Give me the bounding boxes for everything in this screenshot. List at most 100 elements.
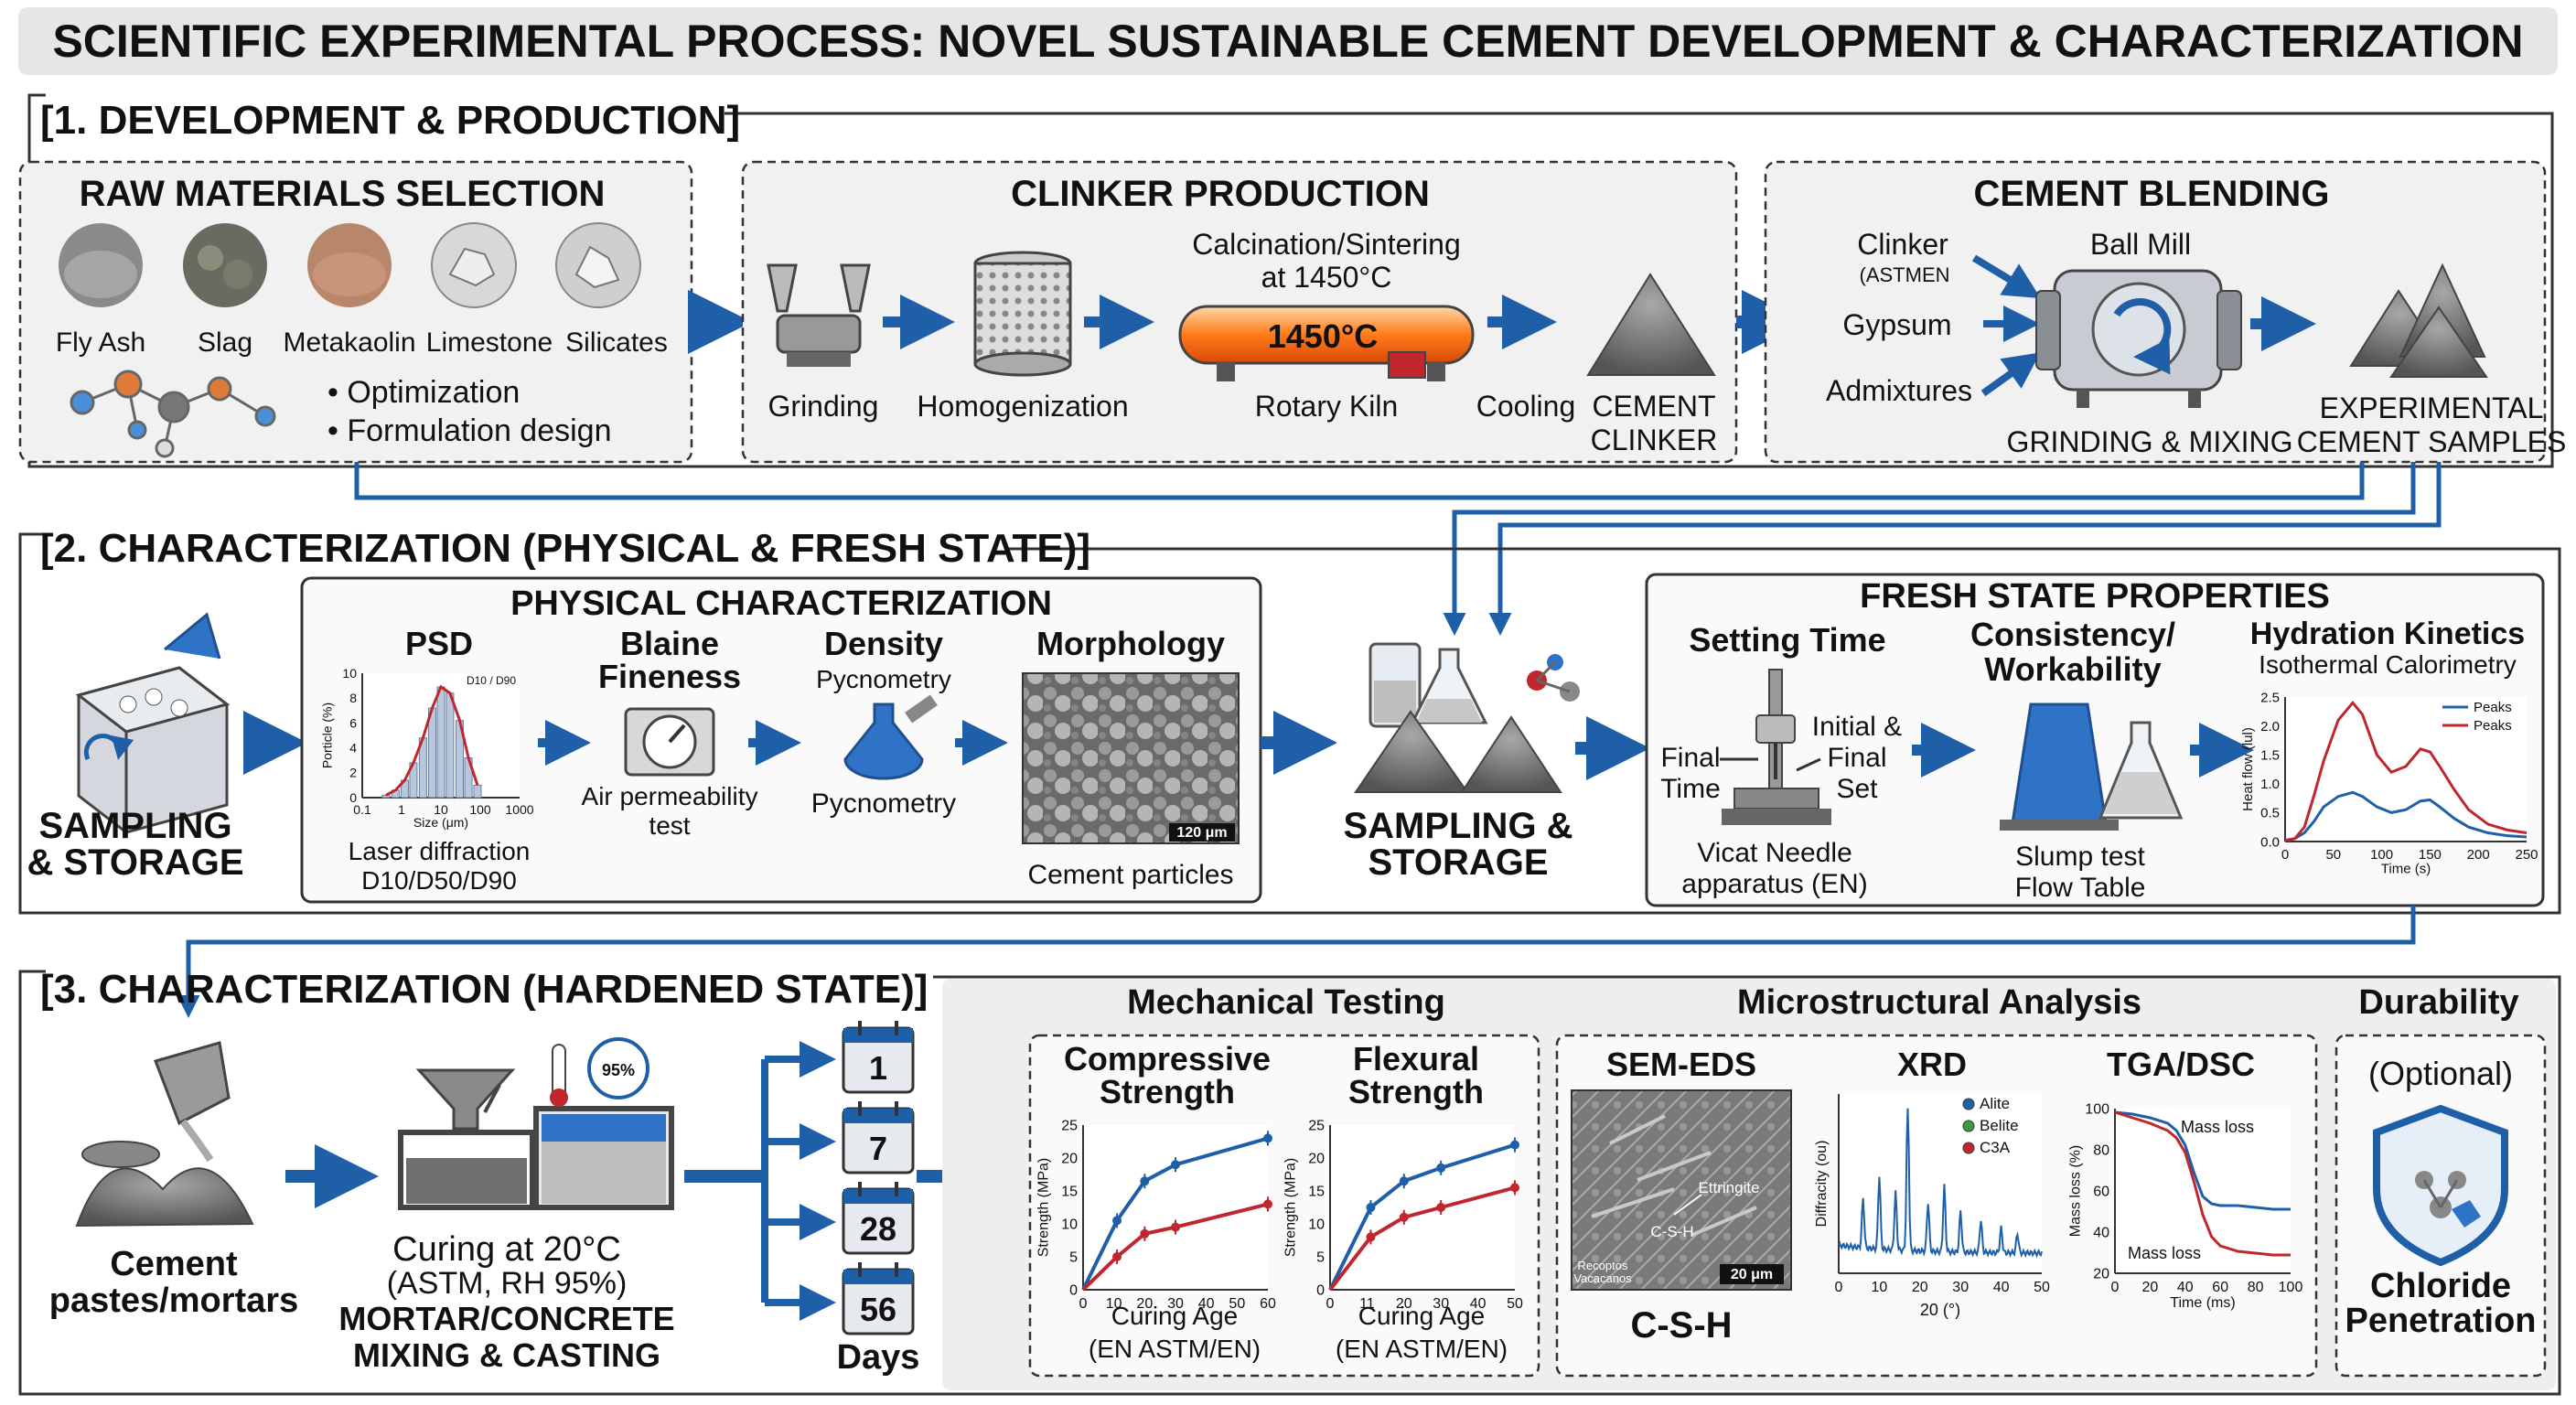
y-tick-label: 10 — [342, 666, 357, 681]
flexural-xlabel: Curing Age — [1358, 1302, 1486, 1330]
data-point — [1510, 1183, 1519, 1193]
legend-label: Peaks — [2474, 718, 2512, 734]
y-tick-label: 20 — [1061, 1152, 1078, 1167]
final-time-label: Time — [1660, 774, 1721, 804]
density-sub: Pycnometry — [816, 665, 951, 693]
x-tick-label: 100 — [2370, 847, 2393, 863]
initial-final-label: Final — [1827, 743, 1886, 773]
sampling-storage-center: STORAGE — [1368, 842, 1548, 883]
x-tick-label: 0 — [2111, 1280, 2120, 1295]
initial-final-label: Set — [1836, 774, 1878, 804]
connector-line — [177, 906, 2416, 1018]
calendar-icon — [842, 1182, 915, 1255]
y-tick-label: 15 — [1308, 1185, 1325, 1200]
y-tick-label: 20 — [2093, 1267, 2109, 1282]
psd-title: PSD — [405, 625, 473, 662]
data-point — [1140, 1176, 1150, 1186]
x-tick-label: 30 — [1167, 1296, 1184, 1312]
x-tick-label: 10 — [1106, 1296, 1122, 1312]
humidity-gauge: 95% — [602, 1061, 635, 1079]
physical-title: PHYSICAL CHARACTERIZATION — [510, 585, 1052, 623]
y-tick-label: 100 — [2085, 1102, 2109, 1118]
legend-marker — [1962, 1098, 1975, 1110]
step-rotary-kiln: Rotary Kiln — [1255, 390, 1399, 423]
x-tick-label: 40 — [1993, 1280, 2010, 1295]
x-tick-label: 40 — [1198, 1296, 1215, 1312]
y-tick-label: 2.5 — [2260, 690, 2280, 705]
x-tick-label: 0 — [1326, 1296, 1335, 1312]
psd-bar — [445, 692, 455, 799]
step-homogenization: Homogenization — [917, 390, 1128, 423]
pastes-label: Cement — [110, 1245, 238, 1283]
material-label: Silicates — [565, 327, 668, 358]
data-point — [1112, 1252, 1122, 1261]
y-tick-label: 10 — [1308, 1217, 1325, 1233]
data-point — [1436, 1163, 1446, 1173]
setting-time-title: Setting Time — [1689, 621, 1885, 659]
psd-bar — [473, 784, 482, 799]
y-tick-label: 25 — [1061, 1119, 1078, 1134]
slag-icon — [183, 223, 267, 307]
y-tick-label: 6 — [349, 715, 357, 730]
slump-caption: Slump test — [2015, 842, 2145, 872]
legend-marker — [1962, 1142, 1975, 1154]
ball-mill-label: Ball Mill — [2090, 228, 2191, 261]
material-label: Fly Ash — [56, 327, 145, 358]
durability-title: Durability — [2358, 983, 2518, 1022]
data-point — [1263, 1133, 1272, 1143]
data-point — [1263, 1199, 1272, 1209]
limestone-icon — [431, 222, 517, 308]
y-tick-label: 60 — [2093, 1185, 2109, 1200]
x-tick-label: 30 — [1433, 1296, 1449, 1312]
psd-caption: D10/D50/D90 — [361, 866, 517, 895]
x-tick-label: 60 — [2212, 1280, 2228, 1295]
section1-heading: [1. DEVELOPMENT & PRODUCTION] — [40, 98, 740, 143]
y-axis-label: Heat flow (lul) — [2240, 727, 2256, 811]
day-value: 7 — [869, 1130, 887, 1167]
pouring-paste-icon — [75, 1041, 254, 1228]
y-tick-label: 0.0 — [2260, 834, 2280, 850]
x-tick-label: 11 — [1359, 1296, 1375, 1312]
plot-area — [2115, 1109, 2291, 1273]
consistency-title: Workability — [1984, 650, 2161, 688]
sem-caption: C-S-H — [1630, 1305, 1732, 1346]
sampling-storage-label: SAMPLING — [38, 806, 231, 846]
calendar-icon — [842, 1021, 915, 1094]
y-tick-label: 0 — [1069, 1283, 1078, 1299]
curing-label: Curing at 20°C — [392, 1230, 621, 1269]
x-tick-label: 50 — [1507, 1296, 1523, 1312]
density-caption: Pycnometry — [811, 788, 956, 819]
tga-series-line — [2114, 1110, 2291, 1211]
legend-label: Alite — [1980, 1095, 2010, 1112]
xrd-title: XRD — [1897, 1046, 1967, 1083]
y-axis-label: Strength (MPa) — [1283, 1158, 1299, 1257]
x-axis-label: Size (μm) — [413, 815, 468, 830]
section2-frame — [18, 532, 2561, 915]
compressive-title: Compressive — [1064, 1040, 1271, 1078]
connector-line — [354, 462, 2365, 500]
data-point — [1399, 1176, 1409, 1186]
x-tick-label: 50 — [2325, 847, 2341, 863]
section2-heading: [2. CHARACTERIZATION (PHYSICAL & FRESH S… — [40, 526, 1090, 571]
ball-mill-icon — [2035, 269, 2242, 408]
legend-label: C3A — [1980, 1139, 2011, 1156]
flow-arrow — [1971, 254, 2041, 299]
data-point — [1366, 1232, 1376, 1242]
fresh-state-panel: FRESH STATE PROPERTIES Setting Time Fina… — [1645, 573, 2545, 907]
blaine-caption: Air permeability — [582, 782, 758, 810]
data-point — [1366, 1203, 1376, 1212]
day-value: 1 — [869, 1049, 887, 1087]
sem-rec-label: Vacacanos — [1573, 1271, 1632, 1285]
page-title: SCIENTIFIC EXPERIMENTAL PROCESS: NOVEL S… — [52, 16, 2523, 67]
x-tick-label: 0 — [1079, 1296, 1088, 1312]
kiln-temp: 1450°C — [1268, 317, 1378, 355]
x-tick-label: 100 — [469, 802, 491, 817]
x-tick-label: 80 — [2248, 1280, 2264, 1295]
psd-bar — [436, 686, 445, 799]
density-title: Density — [824, 625, 943, 662]
y-tick-label: 4 — [349, 741, 357, 756]
